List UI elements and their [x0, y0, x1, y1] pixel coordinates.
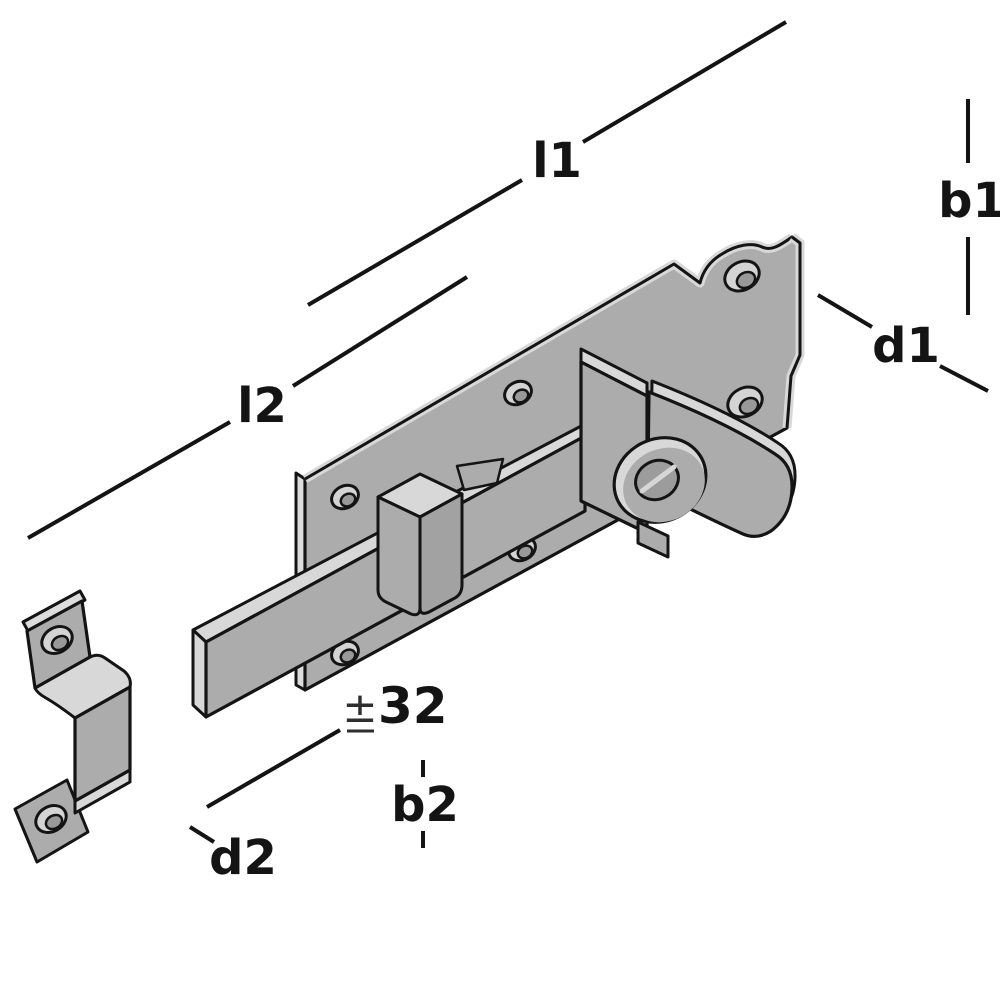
- dim-line-offset-leader: [205, 728, 342, 809]
- label-l1: l1: [532, 133, 582, 189]
- knob-left-face: [376, 495, 422, 617]
- backplate-right-edge-outline: [785, 235, 802, 429]
- label-l2: l2: [237, 378, 287, 434]
- label-offset-value: 32: [378, 677, 448, 735]
- screw-hole-top-left: [330, 483, 360, 511]
- dim-line-l2-right: [291, 275, 469, 388]
- dim-line-l1-left: [306, 178, 524, 307]
- dim-line-d2-tick: [188, 825, 216, 844]
- keeper-top-hole: [40, 625, 74, 655]
- dimension-labels: l1 l2 b1 d1 d2 b2 ± 32: [209, 133, 1000, 886]
- dim-line-d1-right: [939, 364, 989, 393]
- knob-right-face: [418, 492, 464, 615]
- dimension-annotations: [27, 20, 989, 848]
- keeper-bridge-face: [73, 685, 132, 803]
- screw-hole-top-mid: [503, 379, 533, 407]
- dim-line-l1-right: [581, 20, 788, 144]
- bolt-bar-neck-notch: [455, 457, 505, 492]
- guide-ring: [612, 436, 708, 524]
- guide-strap: [579, 347, 670, 559]
- guide-strap-foot: [636, 520, 670, 559]
- dim-line-d1-left: [816, 293, 874, 329]
- label-plus-minus: ±: [342, 683, 377, 732]
- label-b2: b2: [391, 777, 459, 833]
- label-b1: b1: [938, 173, 1000, 229]
- bolt-knob: [376, 472, 464, 617]
- bolt-bar-end-face: [191, 628, 208, 719]
- dim-line-l2-left: [27, 420, 231, 540]
- backplate-top-edge-outline: [304, 235, 793, 481]
- keeper-bracket: [13, 589, 132, 864]
- keeper-bottom-hole: [34, 804, 68, 834]
- screw-hole-top-right: [723, 259, 761, 293]
- label-d1: d1: [872, 318, 940, 374]
- keeper-top-edge-highlight: [21, 589, 87, 633]
- guide-ring-hole-highlight: [639, 464, 677, 494]
- label-d2: d2: [209, 830, 277, 886]
- screw-hole-bottom-right: [726, 385, 764, 419]
